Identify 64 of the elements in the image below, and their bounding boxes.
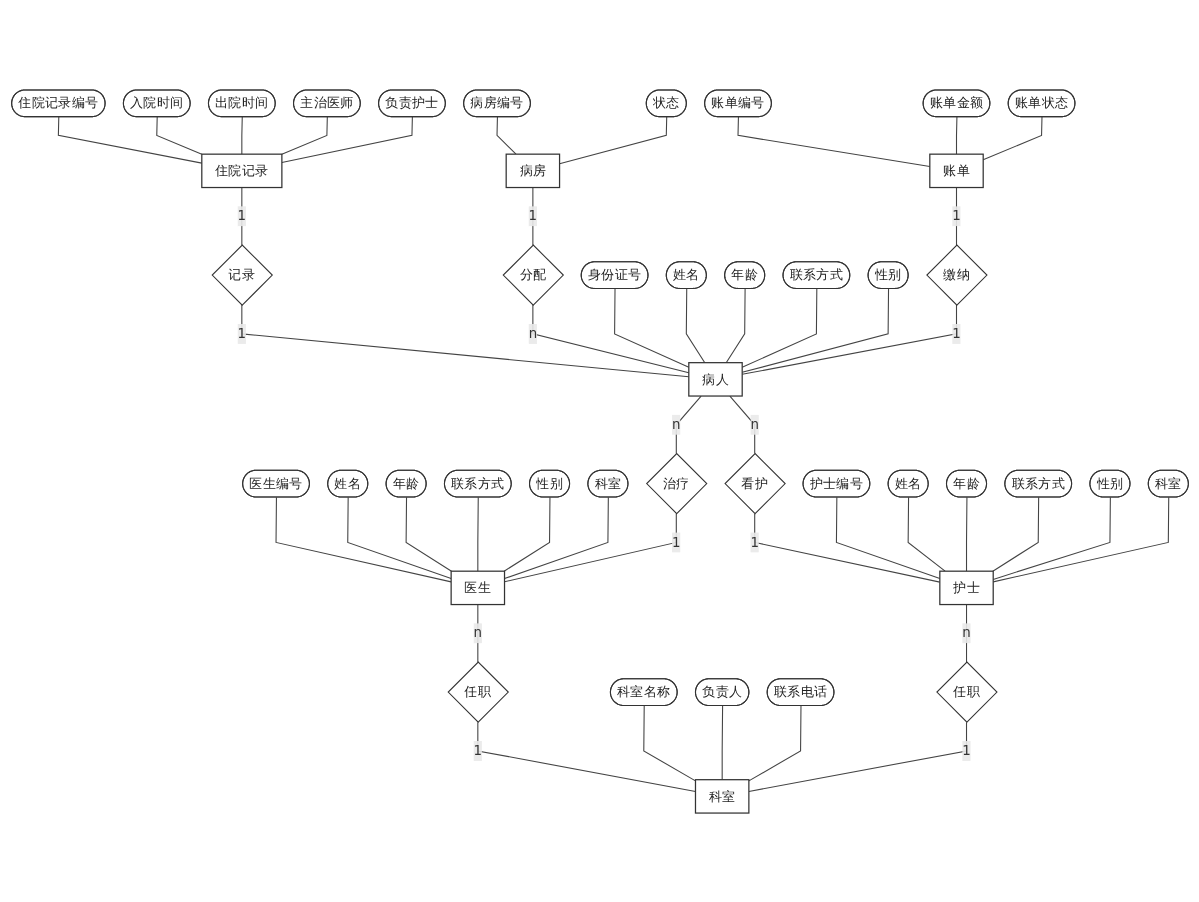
connector bbox=[57, 116, 202, 164]
connector bbox=[476, 496, 479, 572]
connector bbox=[346, 496, 452, 579]
node-box: 医生 bbox=[450, 570, 505, 605]
connector bbox=[992, 496, 1111, 580]
connector bbox=[240, 116, 243, 155]
connector bbox=[741, 304, 957, 375]
connector bbox=[965, 603, 967, 663]
connector bbox=[907, 496, 946, 572]
edge-label: 1 bbox=[749, 533, 759, 550]
edge-label: n bbox=[528, 325, 537, 341]
connector bbox=[503, 496, 609, 579]
connector bbox=[982, 116, 1042, 160]
connector bbox=[275, 496, 452, 582]
edge-label: n bbox=[671, 415, 681, 432]
connector bbox=[240, 304, 689, 377]
node-box: 病房 bbox=[505, 153, 560, 188]
node-box: 账单 bbox=[928, 153, 984, 188]
node-diamond: 看护 bbox=[723, 452, 786, 514]
node-diamond: 记录 bbox=[210, 243, 273, 306]
connector bbox=[531, 304, 689, 373]
connector bbox=[991, 496, 1039, 572]
connector bbox=[503, 496, 550, 572]
node-diamond: 任职 bbox=[935, 660, 998, 723]
edge-label: 1 bbox=[528, 207, 537, 224]
node-box: 病人 bbox=[687, 361, 743, 397]
connector bbox=[728, 395, 755, 454]
connector bbox=[741, 287, 817, 368]
edge-label: 1 bbox=[237, 325, 246, 341]
node-box: 科室 bbox=[694, 778, 749, 814]
edge-label: 1 bbox=[951, 207, 961, 224]
node-box: 住院记录 bbox=[200, 153, 282, 188]
node-diamond: 分配 bbox=[502, 243, 564, 306]
connector bbox=[992, 496, 1169, 582]
node-diamond: 缴纳 bbox=[925, 243, 988, 306]
connector bbox=[955, 116, 957, 155]
connector bbox=[476, 603, 478, 663]
connector bbox=[835, 496, 940, 579]
connector bbox=[721, 704, 723, 780]
edge-label: 1 bbox=[473, 742, 482, 758]
edge-label: 1 bbox=[671, 533, 681, 550]
edge-label: n bbox=[961, 624, 971, 641]
connector bbox=[280, 116, 413, 163]
edge-label: 1 bbox=[951, 325, 961, 341]
edge-label: n bbox=[473, 624, 482, 641]
connector bbox=[675, 395, 702, 454]
node-diamond: 任职 bbox=[446, 660, 509, 723]
edge-label: 1 bbox=[961, 742, 971, 758]
connector bbox=[155, 116, 202, 155]
connector bbox=[725, 287, 746, 363]
connector bbox=[685, 287, 705, 363]
edge-label: n bbox=[749, 415, 759, 432]
connector bbox=[741, 287, 889, 373]
connector bbox=[736, 116, 930, 167]
node-diamond: 治疗 bbox=[645, 452, 707, 514]
connector bbox=[613, 287, 689, 368]
connector bbox=[280, 116, 328, 155]
edge-label: 1 bbox=[237, 207, 246, 224]
connector bbox=[965, 496, 967, 572]
connector bbox=[495, 116, 517, 155]
connector bbox=[405, 496, 452, 572]
connector bbox=[642, 704, 696, 781]
connector bbox=[753, 512, 940, 583]
node-box: 护士 bbox=[938, 570, 994, 605]
